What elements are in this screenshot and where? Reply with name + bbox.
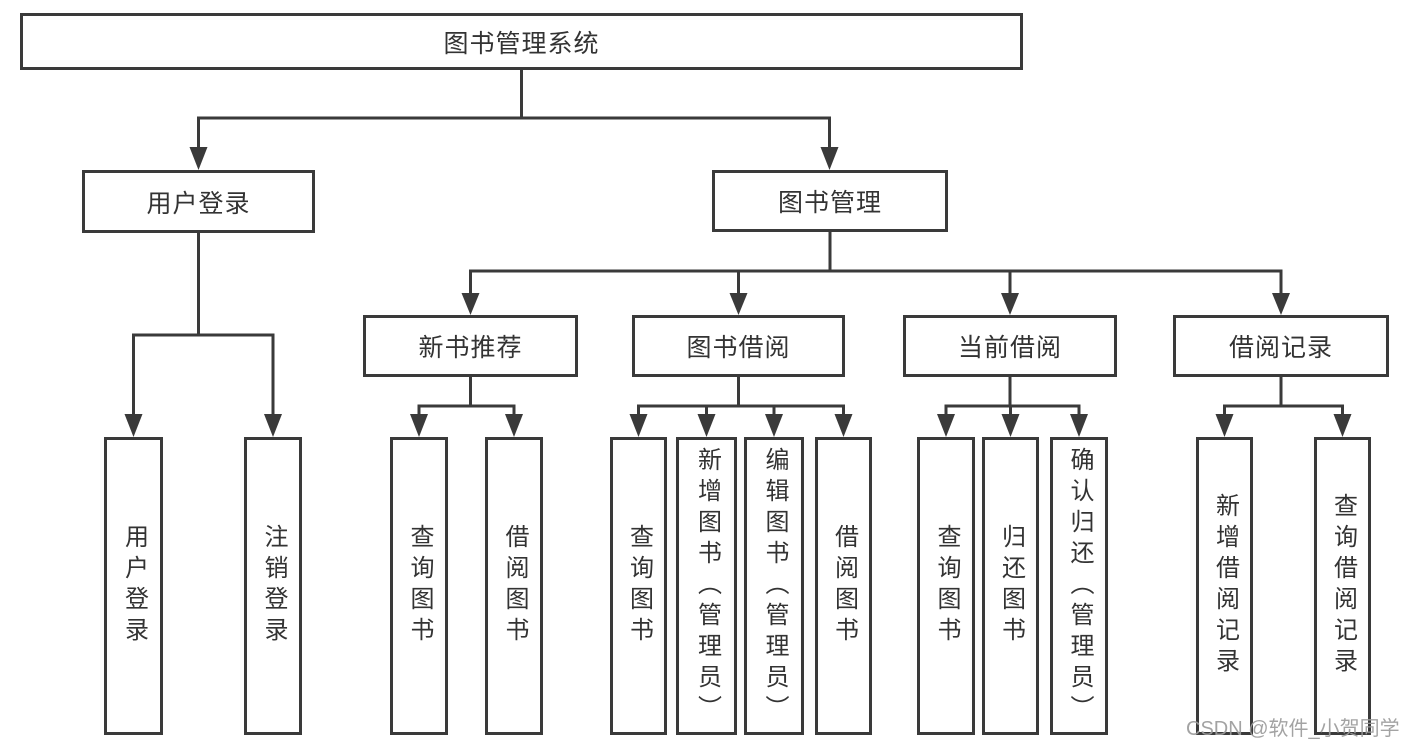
arrow-down-icon xyxy=(461,293,480,315)
arrow-down-icon xyxy=(264,414,282,437)
arrow-down-icon xyxy=(765,414,783,437)
arrow-down-icon xyxy=(1333,414,1352,437)
leaf-borrow-books-recommend: 借阅图书 xyxy=(485,437,543,735)
node-label: 图书借阅 xyxy=(686,334,791,362)
arrow-down-icon xyxy=(1272,293,1290,315)
node-label: 图书管理系统 xyxy=(443,29,600,58)
node-label: 图书管理 xyxy=(777,189,882,217)
connector-new-book-recommend xyxy=(410,377,523,437)
arrow-down-icon xyxy=(629,414,648,437)
node-book-management: 图书管理 xyxy=(712,170,948,232)
leaf-query-books-recommend: 查询图书 xyxy=(390,437,448,735)
node-label: 借阅记录 xyxy=(1228,334,1333,362)
leaf-label: 新增图书（管理员） xyxy=(693,446,721,726)
leaf-label: 借阅图书 xyxy=(830,524,858,648)
node-label: 新书推荐 xyxy=(418,334,523,362)
watermark: CSDN @软件_小贺同学 xyxy=(1186,718,1400,740)
node-user-login: 用户登录 xyxy=(82,170,315,233)
leaf-add-borrow-record: 新增借阅记录 xyxy=(1196,437,1253,735)
leaf-confirm-return-admin: 确认归还（管理员） xyxy=(1050,437,1108,735)
leaf-label: 查询图书 xyxy=(625,524,653,648)
leaf-label: 查询图书 xyxy=(933,524,960,648)
leaf-label: 注销登录 xyxy=(260,524,287,648)
leaf-borrow-books-2: 借阅图书 xyxy=(815,437,872,735)
node-borrow-records: 借阅记录 xyxy=(1173,315,1389,377)
node-label: 用户登录 xyxy=(146,189,251,218)
connector-current-borrow xyxy=(937,377,1088,437)
arrow-down-icon xyxy=(697,414,716,437)
leaf-label: 借阅图书 xyxy=(501,524,528,648)
leaf-label: 新增借阅记录 xyxy=(1211,493,1239,679)
node-new-book-recommend: 新书推荐 xyxy=(363,315,578,377)
leaf-label: 用户登录 xyxy=(120,524,148,648)
arrow-down-icon xyxy=(124,414,143,437)
arrow-down-icon xyxy=(1001,293,1019,315)
connector-book-borrow xyxy=(629,377,853,437)
arrow-down-icon xyxy=(820,147,839,170)
node-current-borrow: 当前借阅 xyxy=(903,315,1117,377)
arrow-down-icon xyxy=(189,147,208,170)
arrow-down-icon xyxy=(937,414,955,437)
leaf-edit-book-admin: 编辑图书（管理员） xyxy=(744,437,804,735)
leaf-logout: 注销登录 xyxy=(244,437,302,735)
connector-borrow-records xyxy=(1215,377,1352,437)
arrow-down-icon xyxy=(834,414,853,437)
leaf-label: 确认归还（管理员） xyxy=(1066,446,1093,726)
leaf-query-borrow-record: 查询借阅记录 xyxy=(1314,437,1371,735)
arrow-down-icon xyxy=(505,414,523,437)
arrow-down-icon xyxy=(1215,414,1234,437)
leaf-label: 编辑图书（管理员） xyxy=(761,446,788,726)
leaf-label: 查询借阅记录 xyxy=(1329,493,1357,679)
connector-root xyxy=(189,70,839,170)
connector-book-management xyxy=(461,232,1290,315)
leaf-label: 查询图书 xyxy=(406,524,433,648)
leaf-label: 归还图书 xyxy=(997,524,1025,648)
arrow-down-icon xyxy=(1001,414,1020,437)
leaf-user-login: 用户登录 xyxy=(104,437,163,735)
arrow-down-icon xyxy=(729,293,748,315)
leaf-add-book-admin: 新增图书（管理员） xyxy=(676,437,737,735)
node-label: 当前借阅 xyxy=(957,334,1062,362)
arrow-down-icon xyxy=(1070,414,1088,437)
leaf-query-books-borrow: 查询图书 xyxy=(610,437,667,735)
leaf-return-book: 归还图书 xyxy=(982,437,1039,735)
arrow-down-icon xyxy=(410,414,428,437)
node-book-borrow: 图书借阅 xyxy=(632,315,845,377)
connector-user-login xyxy=(124,233,282,437)
leaf-query-books-current: 查询图书 xyxy=(917,437,975,735)
node-root: 图书管理系统 xyxy=(20,13,1023,70)
